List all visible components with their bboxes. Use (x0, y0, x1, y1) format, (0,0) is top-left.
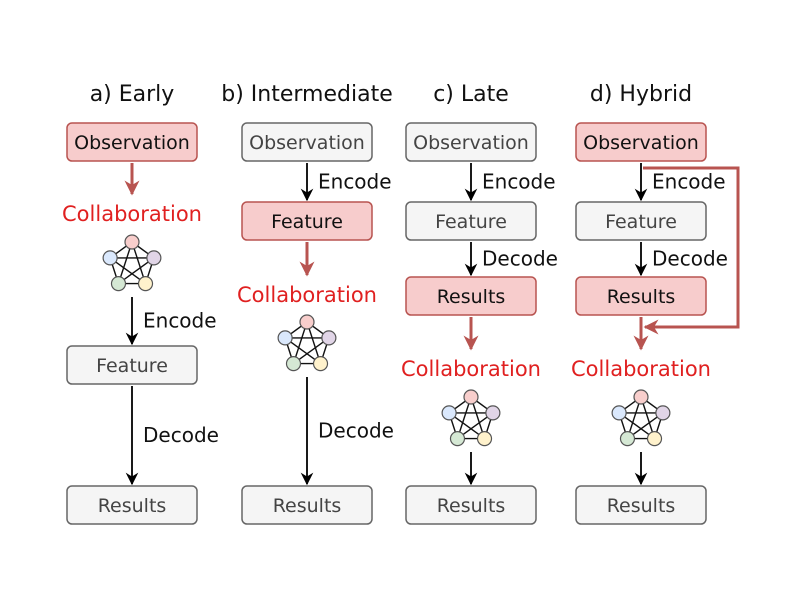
decode-label: Decode (652, 247, 728, 271)
graph-node (102, 250, 118, 266)
box-shape (66, 485, 198, 525)
box-shape (405, 276, 537, 316)
box-label: Observation (413, 132, 529, 154)
graph-node (146, 250, 162, 266)
graph-node (619, 431, 636, 447)
feature-box: Feature (241, 201, 373, 241)
graph-node (655, 405, 671, 421)
encode-label: Encode (318, 170, 392, 194)
box-label: Results (437, 495, 506, 517)
encode-label: Encode (652, 170, 726, 194)
box-shape (66, 345, 198, 385)
box-shape (575, 201, 707, 241)
graph-node (485, 405, 501, 421)
graph-node (441, 405, 457, 421)
box-shape (575, 485, 707, 525)
decode-label: Decode (318, 419, 394, 443)
box-label: Results (607, 495, 676, 517)
results-box: Results (405, 485, 537, 525)
graph-node (312, 356, 329, 372)
graph-node (137, 276, 154, 292)
observation-box: Observation (66, 122, 198, 162)
results-box: Results (405, 276, 537, 316)
box-label: Observation (583, 132, 699, 154)
box-label: Feature (605, 211, 677, 233)
column-late: c) LateObservationEncodeFeatureDecodeRes… (401, 82, 558, 525)
collaboration-label: Collaboration (401, 357, 541, 381)
box-shape (575, 276, 707, 316)
observation-box: Observation (241, 122, 373, 162)
results-box: Results (575, 276, 707, 316)
graph-node (277, 330, 293, 346)
collaboration-label: Collaboration (571, 357, 711, 381)
observation-box: Observation (405, 122, 537, 162)
column-title: a) Early (90, 82, 175, 107)
box-label: Results (273, 495, 342, 517)
box-label: Results (98, 495, 167, 517)
column-title: c) Late (433, 82, 509, 107)
graph-node (646, 431, 663, 447)
column-early: a) EarlyObservationCollaborationEncodeFe… (62, 82, 219, 525)
graph-node (321, 330, 337, 346)
column-intermediate: b) IntermediateObservationEncodeFeatureC… (221, 82, 394, 525)
graph-node (299, 314, 315, 330)
feature-box: Feature (405, 201, 537, 241)
encode-label: Encode (143, 309, 217, 333)
box-label: Feature (96, 355, 168, 377)
box-shape (241, 485, 373, 525)
observation-box: Observation (575, 122, 707, 162)
decode-label: Decode (482, 247, 558, 271)
results-box: Results (66, 485, 198, 525)
graph-node (633, 389, 649, 405)
box-shape (66, 122, 198, 162)
box-label: Observation (249, 132, 365, 154)
encode-label: Encode (482, 170, 556, 194)
column-title: d) Hybrid (590, 82, 692, 107)
graph-node (449, 431, 466, 447)
box-label: Feature (271, 211, 343, 233)
graph-node (110, 276, 127, 292)
box-shape (405, 485, 537, 525)
feature-box: Feature (66, 345, 198, 385)
graph-node (611, 405, 627, 421)
results-box: Results (575, 485, 707, 525)
collaboration-graph-icon (102, 234, 162, 292)
box-label: Feature (435, 211, 507, 233)
box-label: Results (437, 286, 506, 308)
box-shape (575, 122, 707, 162)
box-shape (405, 122, 537, 162)
box-shape (241, 122, 373, 162)
box-shape (405, 201, 537, 241)
graph-node (476, 431, 493, 447)
column-title: b) Intermediate (221, 82, 392, 107)
box-shape (241, 201, 373, 241)
column-hybrid: d) HybridObservationEncodeFeatureDecodeR… (571, 82, 728, 525)
collaboration-label: Collaboration (237, 283, 377, 307)
collaboration-graph-icon (611, 389, 671, 447)
graph-node (463, 389, 479, 405)
box-label: Observation (74, 132, 190, 154)
box-label: Results (607, 286, 676, 308)
results-box: Results (241, 485, 373, 525)
collaboration-graph-icon (441, 389, 501, 447)
hybrid-skip-arrow (643, 166, 740, 335)
decode-label: Decode (143, 423, 219, 447)
collaboration-graph-icon (277, 314, 337, 372)
feature-box: Feature (575, 201, 707, 241)
graph-node (124, 234, 140, 250)
collaboration-label: Collaboration (62, 202, 202, 226)
graph-node (285, 356, 302, 372)
